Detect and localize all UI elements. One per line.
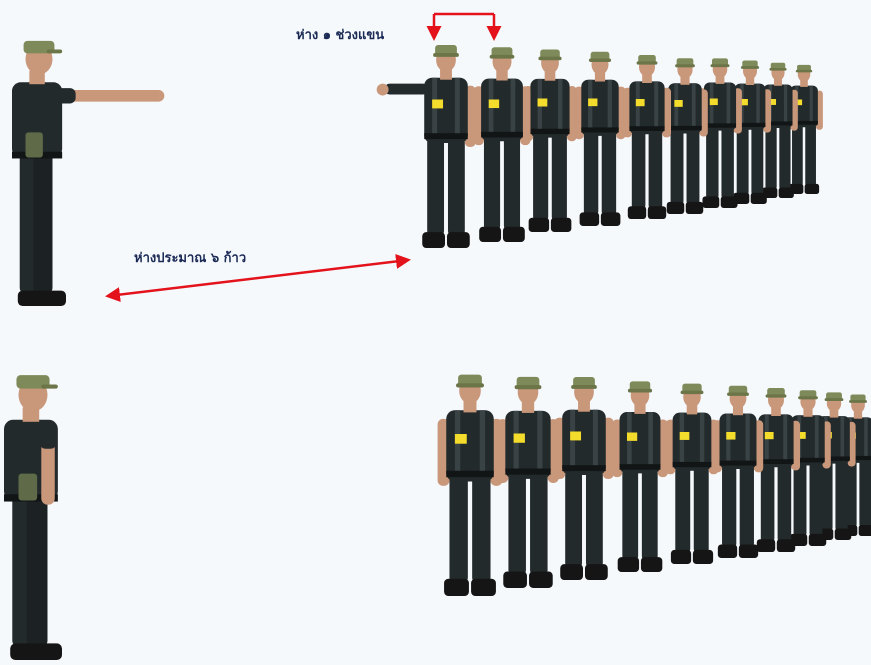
soldier-bottom-row-7 — [752, 388, 800, 552]
commander-bottom-at-attention — [4, 375, 62, 660]
six-steps-distance-arrow — [105, 253, 411, 303]
arm-interval-label: ห่าง ๑ ช่วงแขน — [296, 28, 385, 43]
soldier-top-row-2 — [473, 47, 531, 242]
soldier-top-row-3 — [523, 49, 577, 232]
soldier-bottom-row-6 — [712, 385, 764, 558]
soldier-bottom-row-4 — [612, 381, 668, 572]
soldier-figures — [4, 40, 871, 660]
soldier-top-row-4 — [574, 51, 626, 226]
soldier-top-row-1 — [376, 45, 476, 248]
soldier-bottom-row-2 — [497, 376, 559, 588]
soldier-top-row-10 — [785, 64, 823, 194]
six-steps-label: ห่างประมาณ ๖ ก้าว — [134, 251, 247, 266]
commander-top-arm-extended — [12, 40, 165, 306]
soldier-bottom-row-5 — [665, 383, 719, 564]
soldier-top-row-5 — [623, 54, 671, 219]
soldier-bottom-row-3 — [554, 377, 614, 580]
soldier-bottom-row-1 — [437, 374, 503, 596]
distance-arrows — [105, 12, 502, 303]
